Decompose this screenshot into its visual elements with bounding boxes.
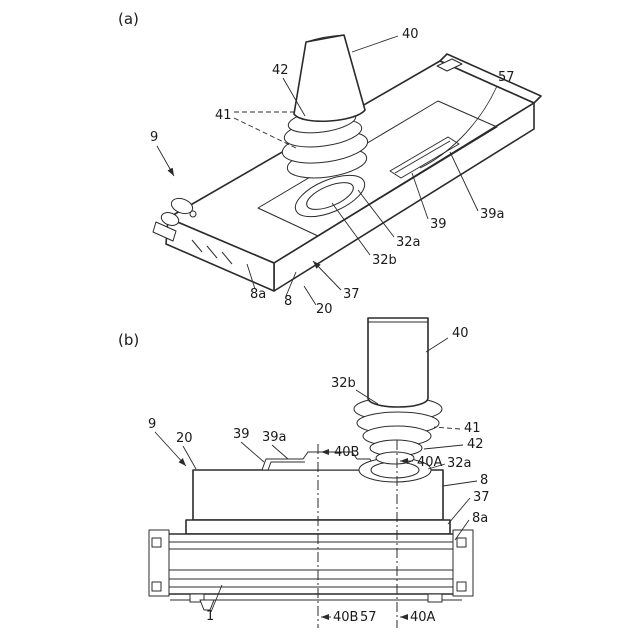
left-cap-bolt-bottom-b [151, 581, 162, 592]
ref-label-8: 8 [284, 294, 292, 309]
ref-label-40: 40 [452, 326, 469, 341]
leader-9-b [154, 431, 187, 467]
developing-unit-b [148, 451, 474, 611]
leader-20-b [182, 445, 197, 470]
ref-label-20: 20 [316, 302, 333, 317]
latch-57-a [436, 58, 463, 72]
leader-8a-b [454, 519, 470, 541]
gear-left-a [170, 197, 194, 215]
ref-label-32b: 32b [331, 376, 356, 391]
ref-label-8: 8 [480, 473, 488, 488]
ref-label-42: 42 [467, 437, 484, 452]
leader-40-a [351, 35, 399, 53]
ref-label-42: 42 [272, 63, 289, 78]
panel-b-letter: (b) [118, 331, 139, 349]
left-cap-bolt-top-b [151, 537, 162, 548]
leader-32b-a [331, 202, 371, 256]
ref-label-1: 1 [206, 609, 214, 624]
leader-41-dash2-a [233, 117, 297, 149]
shutter-39-a [389, 136, 460, 179]
ref-label-9: 9 [150, 130, 158, 145]
leader-32b-b [355, 389, 379, 405]
end-bracket-a [152, 221, 177, 242]
panel-b: (b) [118, 317, 490, 628]
leader-39-b [240, 441, 265, 463]
panel-a-letter: (a) [118, 10, 139, 28]
leader-40-b [425, 337, 449, 353]
opening-32a-a [294, 174, 366, 218]
ref-label-8a: 8a [472, 511, 488, 526]
ref-label-39a: 39a [480, 207, 505, 222]
leader-41-b [433, 426, 461, 430]
toner-bottle-a [281, 34, 369, 179]
ref-label-32a: 32a [447, 456, 472, 471]
leader-20-a [303, 285, 317, 306]
leader-57-a [419, 85, 498, 169]
leader-42-b [423, 444, 464, 450]
ref-label-57: 57 [498, 70, 515, 85]
leader-lines-b [154, 337, 478, 620]
right-end-cap-b [452, 529, 474, 597]
ref-label-8a: 8a [250, 287, 266, 302]
ref-label-40B-bottom: 40B [333, 610, 358, 625]
leader-8-a [285, 271, 297, 297]
shutter-39-inner-a [394, 140, 451, 174]
labels-a: 40 42 57 41 9 39a 39 32a 32b 8a 8 37 20 [150, 27, 515, 317]
deck-edge-a [257, 100, 498, 237]
right-foot-b [427, 593, 443, 603]
ref-label-40: 40 [402, 27, 419, 42]
bottle-cone-top-a [305, 34, 345, 43]
ref-label-32a: 32a [396, 235, 421, 250]
leader-lines-a [156, 35, 498, 306]
panel-a: (a) [118, 10, 542, 317]
left-foot-b [189, 593, 205, 603]
ref-label-39a: 39a [262, 430, 287, 445]
right-cap-bolt-bottom-b [456, 581, 467, 592]
leader-8-b [442, 480, 478, 487]
ref-label-9: 9 [148, 417, 156, 432]
gear-left-small-a [160, 212, 180, 226]
leader-1-b [210, 584, 223, 613]
ref-label-41: 41 [464, 421, 481, 436]
leader-37-b [447, 497, 471, 525]
front-tab-1-b [199, 599, 215, 611]
bellows-ring-5-b [375, 451, 415, 465]
leader-37-a [312, 260, 342, 291]
ref-label-20: 20 [176, 431, 193, 446]
ref-label-37: 37 [473, 490, 490, 505]
ref-label-40A-top: 40A [417, 455, 443, 470]
ref-label-40B-top: 40B [334, 445, 359, 460]
hatch-lines-a [191, 239, 233, 265]
ref-label-39: 39 [430, 217, 447, 232]
leader-8a-a [246, 263, 256, 290]
toner-bottle-b [353, 317, 443, 465]
leader-32a-b [427, 463, 446, 470]
ref-label-40A-bottom: 40A [410, 610, 436, 625]
leader-39a-a [449, 151, 479, 212]
ref-label-57: 57 [360, 610, 377, 625]
leader-32a-a [357, 189, 395, 238]
right-cap-bolt-top-b [456, 537, 467, 548]
bottle-cylinder-40-b [367, 317, 429, 408]
ref-label-32b: 32b [372, 253, 397, 268]
leader-9-a [156, 145, 175, 177]
shaft-end-a [189, 210, 197, 218]
ref-label-41: 41 [215, 108, 232, 123]
ref-label-37: 37 [343, 287, 360, 302]
ref-label-39: 39 [233, 427, 250, 442]
leader-39a-b [271, 444, 289, 460]
leader-42-a [282, 77, 306, 117]
bottle-cone-40-a [293, 34, 366, 123]
collar-39a-inner-b [267, 461, 305, 471]
leader-39-a [411, 172, 429, 220]
